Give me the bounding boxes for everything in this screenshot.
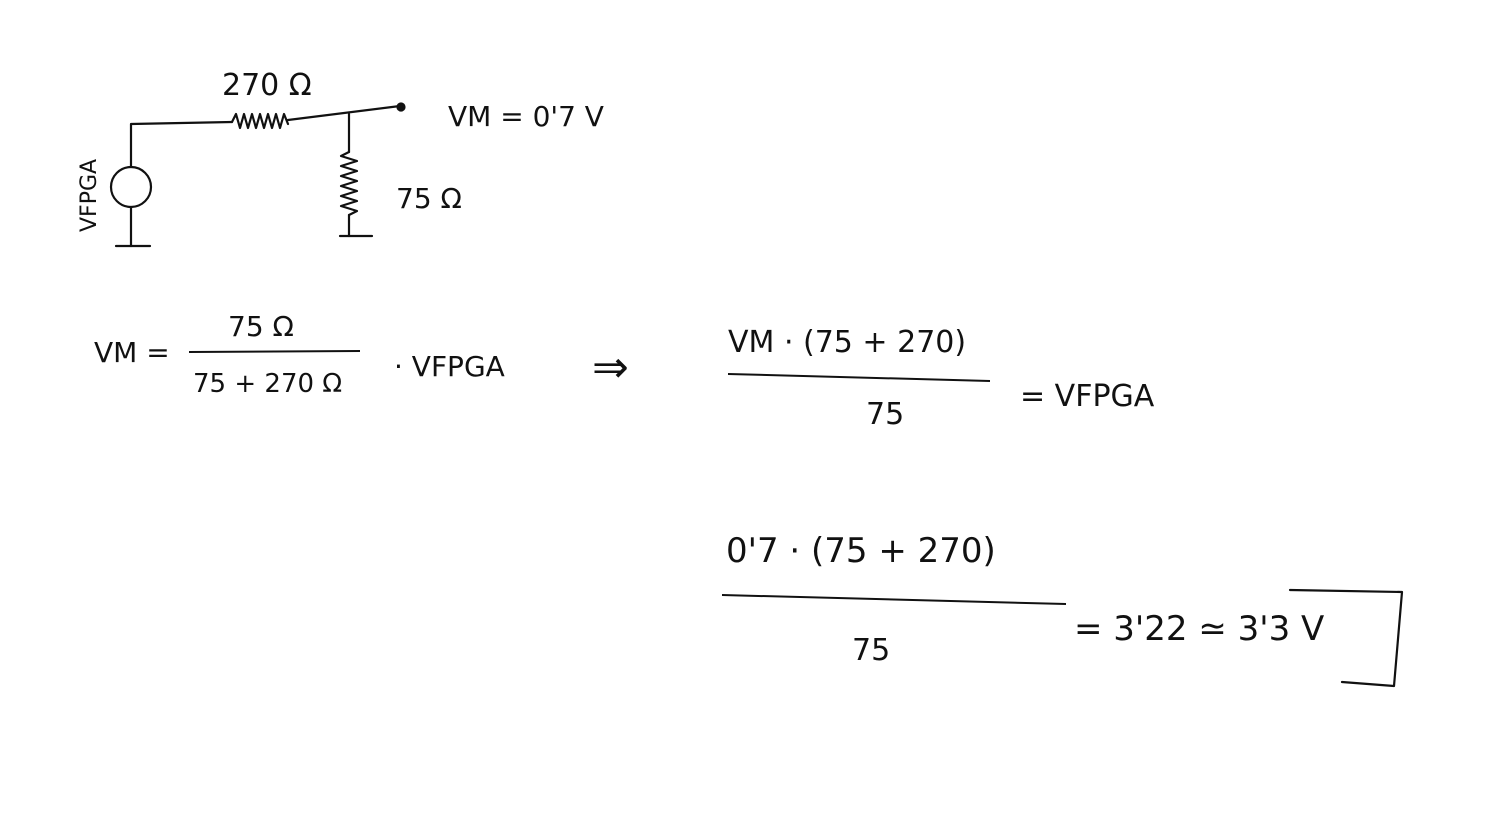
wire-top-rail (286, 104, 402, 122)
eq3-fraction-bar (721, 594, 1067, 605)
eq3-rhs: = 3'22 ≃ 3'3 V (1074, 609, 1324, 649)
eq2-fraction-bar (727, 373, 991, 382)
eq2-denominator: 75 (866, 397, 904, 432)
r1-label: 270 Ω (222, 68, 312, 103)
source-label: VFPGA (77, 159, 102, 232)
eq2-rhs: = VFPGA (1020, 379, 1155, 414)
eq1-denominator: 75 + 270 Ω (193, 369, 342, 399)
equation-result: 0'7 · (75 + 270) 75 = 3'22 ≃ 3'3 V (721, 531, 1404, 688)
circuit-schematic (109, 102, 406, 248)
resistor-75 (339, 150, 359, 217)
eq2-numerator: VM · (75 + 270) (728, 325, 966, 360)
implies-arrow: ⇒ (592, 342, 629, 393)
resistor-270 (230, 112, 290, 130)
equation-rearranged: VM · (75 + 270) 75 = VFPGA (727, 325, 1155, 432)
result-box (1288, 588, 1404, 688)
wire-source-up (129, 120, 234, 169)
equation-divider: VM = 75 Ω 75 + 270 Ω · VFPGA ⇒ (94, 310, 629, 399)
eq1-fraction-bar (188, 350, 361, 353)
eq1-lhs: VM = (94, 336, 170, 369)
vm-label: VM = 0'7 V (448, 100, 604, 133)
eq1-factor: · VFPGA (394, 350, 505, 383)
r2-label: 75 Ω (396, 182, 462, 215)
eq1-numerator: 75 Ω (228, 310, 294, 343)
eq3-numerator: 0'7 · (75 + 270) (726, 531, 996, 571)
output-terminal (396, 102, 406, 112)
voltage-source (109, 165, 153, 209)
eq3-denominator: 75 (852, 633, 890, 668)
